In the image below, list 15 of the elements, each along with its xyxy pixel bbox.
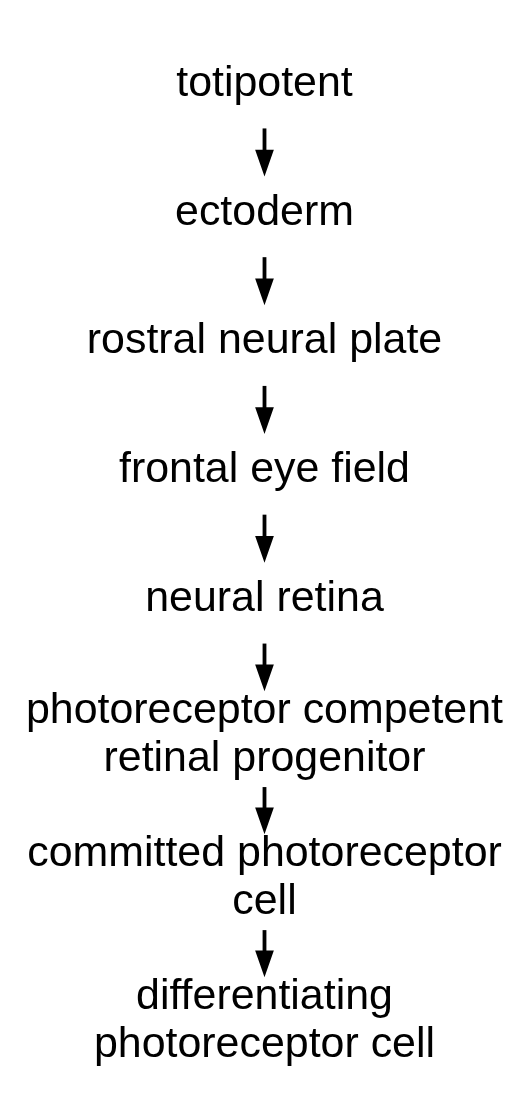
arrow: [255, 930, 274, 978]
node-text: rostral neural plate: [86, 314, 443, 363]
arrow: [255, 787, 274, 835]
node-text: frontal eye field: [119, 443, 410, 492]
arrow: [255, 257, 274, 306]
node-text: differentiating photoreceptor cell: [93, 970, 436, 1066]
arrow: [255, 514, 274, 563]
arrow: [255, 385, 274, 434]
node-text: totipotent: [176, 56, 353, 105]
node-text: ectoderm: [175, 185, 354, 234]
arrow: [255, 643, 274, 692]
arrow: [255, 128, 274, 177]
node-text: committed photoreceptor cell: [27, 827, 502, 923]
node-text: photoreceptor competent retinal progenitor: [25, 683, 504, 780]
node-text: neural retina: [145, 571, 384, 620]
